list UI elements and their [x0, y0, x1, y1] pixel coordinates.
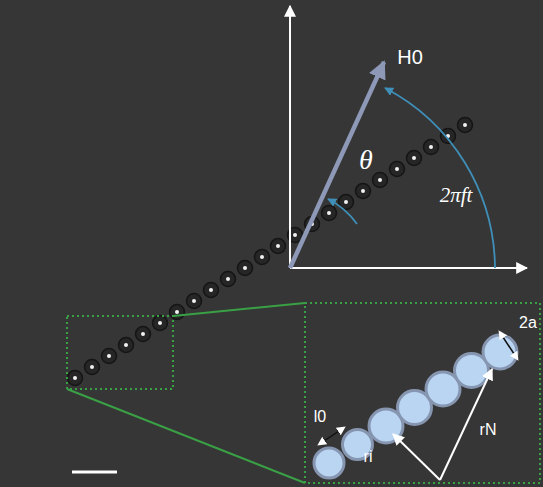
zoom-inset-box	[305, 303, 540, 483]
phase-label: 2πft	[440, 185, 473, 206]
diameter-label: 2a	[519, 315, 537, 331]
angle-arc	[328, 199, 357, 224]
field-vector	[290, 62, 384, 268]
spacing-dimension	[318, 427, 345, 445]
spacing-label: l0	[314, 409, 326, 425]
angle-label: θ	[359, 146, 373, 174]
zoom-line	[67, 389, 305, 483]
diameter-dimension	[499, 331, 518, 360]
scale-bar	[72, 471, 117, 474]
x-axis	[290, 267, 527, 269]
y-axis	[289, 6, 291, 268]
position-vector	[393, 434, 440, 480]
vector-label: rN	[480, 422, 497, 438]
zoom-source-box	[67, 316, 173, 389]
phase-arc	[385, 88, 495, 268]
zoom-line	[173, 303, 305, 316]
field-label: H0	[397, 47, 423, 67]
vector-label: ri	[364, 449, 373, 465]
